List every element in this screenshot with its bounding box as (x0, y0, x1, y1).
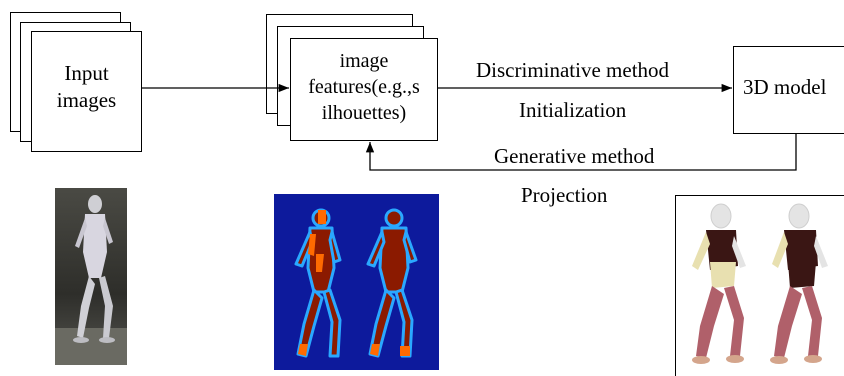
3d-model-render (675, 195, 844, 376)
input-images-label: Input images (56, 61, 117, 112)
3d-model-box: 3D model (733, 46, 844, 134)
silhouette-heatmap (274, 194, 439, 370)
arrow-model-to-features (365, 134, 797, 171)
discriminative-method-label: Discriminative method (476, 58, 670, 82)
initialization-label: Initialization (519, 98, 627, 122)
image-features-box: image features(e.g.,s ilhouettes) (290, 38, 438, 141)
silhouette-heatmap-figure (274, 194, 439, 370)
input-photo-figure (55, 188, 127, 365)
3d-model-label: 3D model (743, 75, 827, 99)
input-photo (55, 188, 127, 365)
projection-label: Projection (521, 183, 608, 207)
input-images-box: Input images (31, 31, 142, 152)
generative-method-label: Generative method (494, 144, 655, 168)
image-features-label: image features(e.g.,s ilhouettes) (308, 50, 420, 124)
3d-model-render-figure (692, 203, 828, 364)
